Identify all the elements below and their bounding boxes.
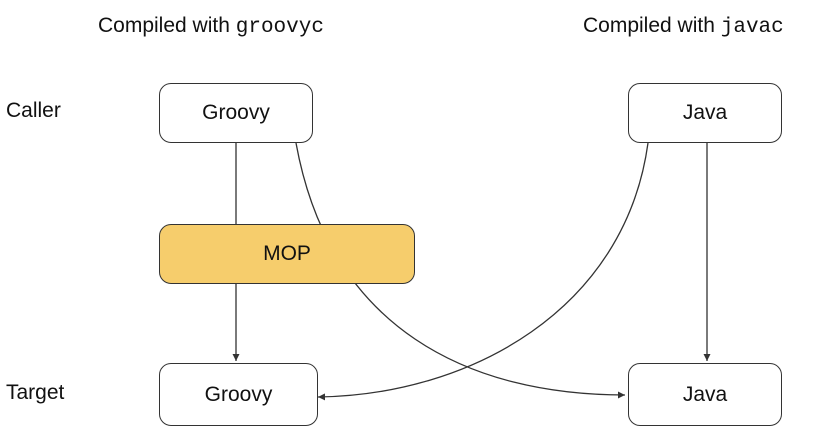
node-target-groovy-label: Groovy [204, 382, 273, 406]
mop-box: MOP [159, 224, 415, 284]
node-caller-groovy: Groovy [159, 83, 313, 143]
node-target-groovy: Groovy [159, 363, 318, 426]
row-label-caller: Caller [6, 99, 61, 122]
heading-groovyc-compiler: groovyc [235, 16, 324, 39]
node-caller-java-label: Java [682, 101, 728, 124]
node-target-java: Java [628, 363, 782, 426]
heading-groovyc: Compiled with groovyc [98, 14, 324, 39]
node-caller-java: Java [628, 83, 782, 143]
heading-javac-prefix: Compiled with [583, 14, 715, 37]
heading-javac: Compiled with javac [583, 14, 784, 39]
heading-groovyc-prefix: Compiled with [98, 14, 230, 37]
edge-java-to-groovy [317, 142, 649, 401]
mop-label: MOP [263, 242, 311, 265]
node-caller-groovy-label: Groovy [202, 101, 270, 124]
edge-groovy-to-java [295, 142, 626, 399]
row-label-target: Target [6, 381, 65, 404]
node-target-java-label: Java [682, 382, 728, 406]
heading-javac-compiler: javac [720, 16, 784, 39]
